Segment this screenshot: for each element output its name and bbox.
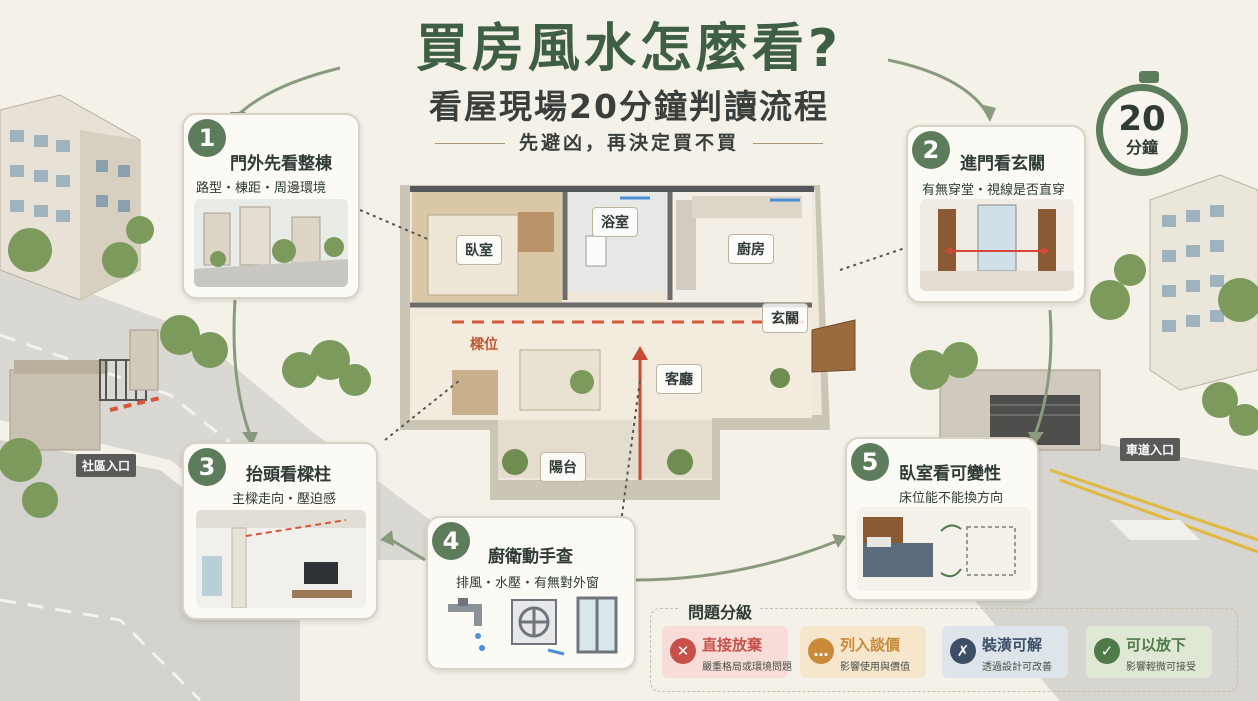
room-label-kitchen: 廚房 bbox=[728, 234, 774, 264]
step-number-2: 2 bbox=[912, 131, 950, 169]
x-icon: ✕ bbox=[670, 638, 696, 664]
step-number-1: 1 bbox=[188, 119, 226, 157]
legend-item-accept: ✓ 可以放下 影響輕微可接受 bbox=[1086, 626, 1212, 678]
tagline: 先避凶，再決定買不買 bbox=[0, 128, 1258, 155]
step-title-5: 臥室看可變性 bbox=[899, 464, 1001, 484]
stopwatch-icon: 20 分鐘 bbox=[1096, 71, 1188, 176]
apartment-building-right bbox=[1149, 174, 1258, 391]
tagline-rule-right bbox=[753, 143, 823, 144]
pointer-lines bbox=[359, 209, 906, 531]
step-card-3: 3 抬頭看樑柱 主樑走向・壓迫感 bbox=[182, 442, 378, 620]
step-card-1: 1 門外先看整棟 路型・棟距・周邊環境 bbox=[182, 113, 360, 299]
tools-icon: ✗ bbox=[950, 638, 976, 664]
step-card-5: 5 臥室看可變性 床位能不能換方向 bbox=[845, 437, 1039, 601]
stopwatch-knob bbox=[1139, 71, 1159, 83]
legend-label: 可以放下 bbox=[1126, 636, 1187, 654]
legend-title: 問題分級 bbox=[680, 599, 761, 623]
tagline-text: 先避凶，再決定買不買 bbox=[518, 132, 739, 154]
legend-item-abandon: ✕ 直接放棄 嚴重格局或環境問題 bbox=[662, 626, 792, 678]
room-label-bedroom: 臥室 bbox=[456, 235, 502, 265]
legend-desc: 影響使用與價值 bbox=[840, 662, 910, 673]
step-title-1: 門外先看整棟 bbox=[230, 154, 332, 174]
exhaust-fan-icon bbox=[511, 599, 565, 656]
timer-unit: 分鐘 bbox=[1125, 138, 1158, 157]
step-desc-4: 排風・水壓・有無對外窗 bbox=[456, 576, 600, 591]
step-title-4: 廚衛動手查 bbox=[488, 547, 573, 567]
step-title-3: 抬頭看樑柱 bbox=[246, 465, 331, 485]
entrance-illustration bbox=[920, 199, 1074, 291]
step-desc-5: 床位能不能換方向 bbox=[899, 491, 1004, 506]
room-label-bathroom: 浴室 bbox=[592, 207, 638, 237]
speech-icon: … bbox=[808, 638, 834, 664]
step-card-2: 2 進門看玄關 有無穿堂・視線是否直穿 bbox=[906, 125, 1086, 303]
buildings-illustration bbox=[194, 199, 348, 287]
step-desc-2: 有無穿堂・視線是否直穿 bbox=[922, 183, 1066, 198]
parking-garage bbox=[939, 369, 1101, 451]
page-subtitle: 看屋現場20分鐘判讀流程 bbox=[429, 87, 829, 126]
sign-driveway-entrance: 車道入口 bbox=[1120, 438, 1181, 461]
legend-label: 裝潢可解 bbox=[982, 636, 1043, 654]
faucet-icon bbox=[448, 598, 485, 651]
flow-arrows bbox=[232, 58, 1053, 582]
step-number-5: 5 bbox=[851, 443, 889, 481]
legend-item-renovate: ✗ 裝潢可解 透過設計可改善 bbox=[942, 626, 1068, 678]
legend-box bbox=[650, 608, 1238, 692]
step-card-4: 4 廚衛動手查 排風・水壓・有無對外窗 bbox=[426, 516, 636, 670]
check-icon: ✓ bbox=[1094, 638, 1120, 664]
timer-number: 20 bbox=[1118, 99, 1166, 139]
flow-arrowheads bbox=[230, 104, 1044, 548]
beam-label: 樑位 bbox=[470, 337, 498, 353]
room-label-living: 客廳 bbox=[656, 364, 702, 394]
room-label-balcony: 陽台 bbox=[540, 452, 586, 482]
beam-illustration bbox=[196, 510, 366, 608]
legend-label: 直接放棄 bbox=[702, 636, 763, 654]
bed-illustration bbox=[857, 507, 1031, 591]
step-number-4: 4 bbox=[432, 522, 470, 560]
legend-desc: 透過設計可改善 bbox=[982, 662, 1052, 673]
utility-icons bbox=[438, 594, 628, 660]
step-desc-1: 路型・棟距・周邊環境 bbox=[196, 181, 327, 196]
legend-desc: 影響輕微可接受 bbox=[1126, 662, 1196, 673]
community-gate bbox=[9, 329, 161, 451]
step-desc-3: 主樑走向・壓迫感 bbox=[232, 492, 337, 507]
legend-item-negotiate: … 列入談價 影響使用與價值 bbox=[800, 626, 926, 678]
sign-community-entrance: 社區入口 bbox=[76, 454, 137, 477]
floor-plan bbox=[400, 185, 856, 500]
legend-desc: 嚴重格局或環境問題 bbox=[702, 662, 792, 673]
trees bbox=[0, 216, 1258, 518]
page-title: 買房風水怎麼看? bbox=[415, 19, 843, 79]
step-title-2: 進門看玄關 bbox=[960, 154, 1045, 174]
window-icon bbox=[576, 596, 618, 654]
step-number-3: 3 bbox=[188, 448, 226, 486]
tagline-rule-left bbox=[434, 143, 505, 144]
legend-label: 列入談價 bbox=[840, 636, 901, 654]
room-label-entrance: 玄關 bbox=[762, 303, 808, 333]
